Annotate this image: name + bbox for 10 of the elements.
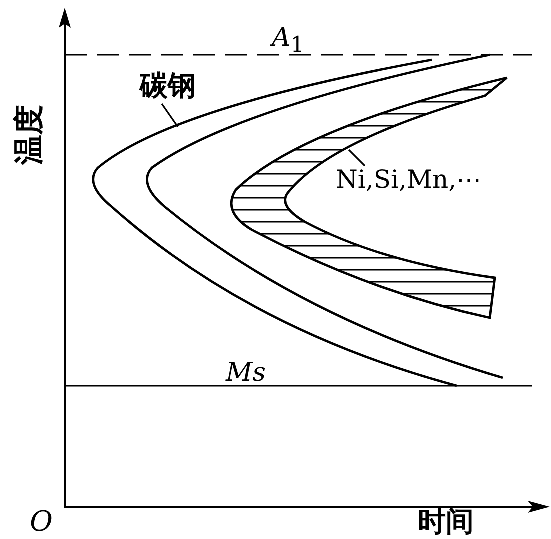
- axis-title: 温度: [15, 105, 45, 165]
- leader-line: [161, 104, 179, 128]
- origin-label: O: [30, 508, 53, 536]
- hatched-band: [230, 76, 508, 320]
- line-label: Ms: [226, 360, 266, 386]
- label-text: 碳钢: [140, 72, 196, 100]
- label-text: Ni,Si,Mn,⋯: [336, 167, 482, 192]
- axis-title: 时间: [418, 508, 474, 536]
- line-label: A$_{1}$: [272, 25, 305, 57]
- leader-line: [348, 149, 366, 167]
